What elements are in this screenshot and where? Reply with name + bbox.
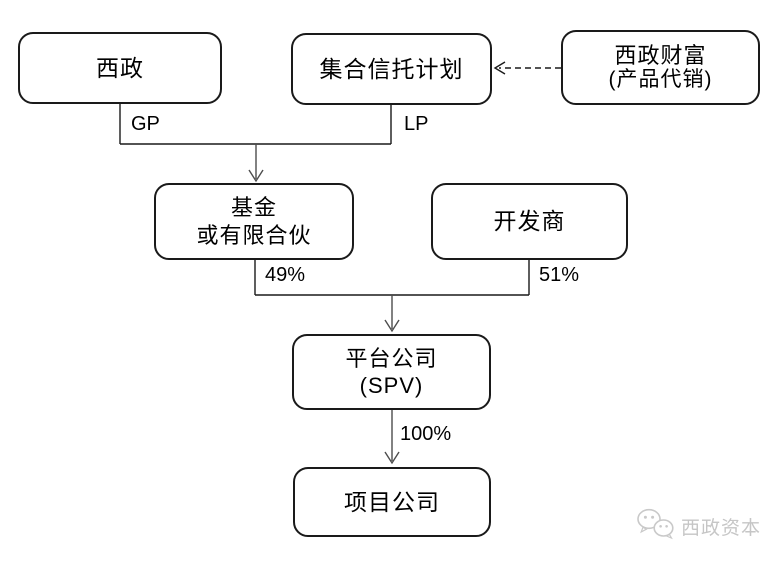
- node-fund-line2: 或有限合伙: [196, 222, 312, 248]
- edge-label-gp: GP: [131, 113, 160, 135]
- node-developer: 开发商: [431, 183, 628, 260]
- node-project-company: 项目公司: [293, 467, 491, 537]
- wechat-icon: [636, 508, 676, 545]
- node-platform-line1: 平台公司: [345, 345, 438, 371]
- node-project-label: 项目公司: [344, 488, 440, 515]
- edge-label-developer-share: 51%: [539, 264, 580, 286]
- node-fund-line1: 基金: [230, 195, 277, 220]
- node-xizheng: 西政: [18, 32, 222, 104]
- edge-label-fund-share: 49%: [265, 264, 306, 286]
- edge-label-platform-share: 100%: [400, 423, 452, 445]
- node-xizheng-wealth: 西政财富 (产品代销): [561, 30, 760, 105]
- node-wealth-line2: (产品代销): [608, 68, 713, 92]
- node-developer-label: 开发商: [493, 208, 566, 235]
- dashed-arrow-wealth-to-trust: [493, 61, 561, 75]
- node-xizheng-label: 西政: [96, 54, 144, 81]
- arrow-to-fund: [248, 144, 264, 183]
- node-platform-line2: (SPV): [359, 373, 424, 398]
- arrow-to-project: [384, 410, 400, 465]
- node-wealth-line1: 西政财富: [614, 42, 707, 68]
- node-trust-plan: 集合信托计划: [291, 33, 492, 105]
- edge-label-lp: LP: [404, 113, 429, 135]
- node-trust-plan-label: 集合信托计划: [319, 55, 464, 82]
- node-platform-spv: 平台公司 (SPV): [292, 334, 491, 410]
- arrow-to-platform: [384, 295, 400, 333]
- node-fund: 基金 或有限合伙: [154, 183, 354, 260]
- brand-watermark-text: 西政资本: [681, 518, 762, 539]
- brand-watermark: 西政资本: [636, 508, 761, 545]
- gp-lp-tree-connector: [119, 103, 392, 145]
